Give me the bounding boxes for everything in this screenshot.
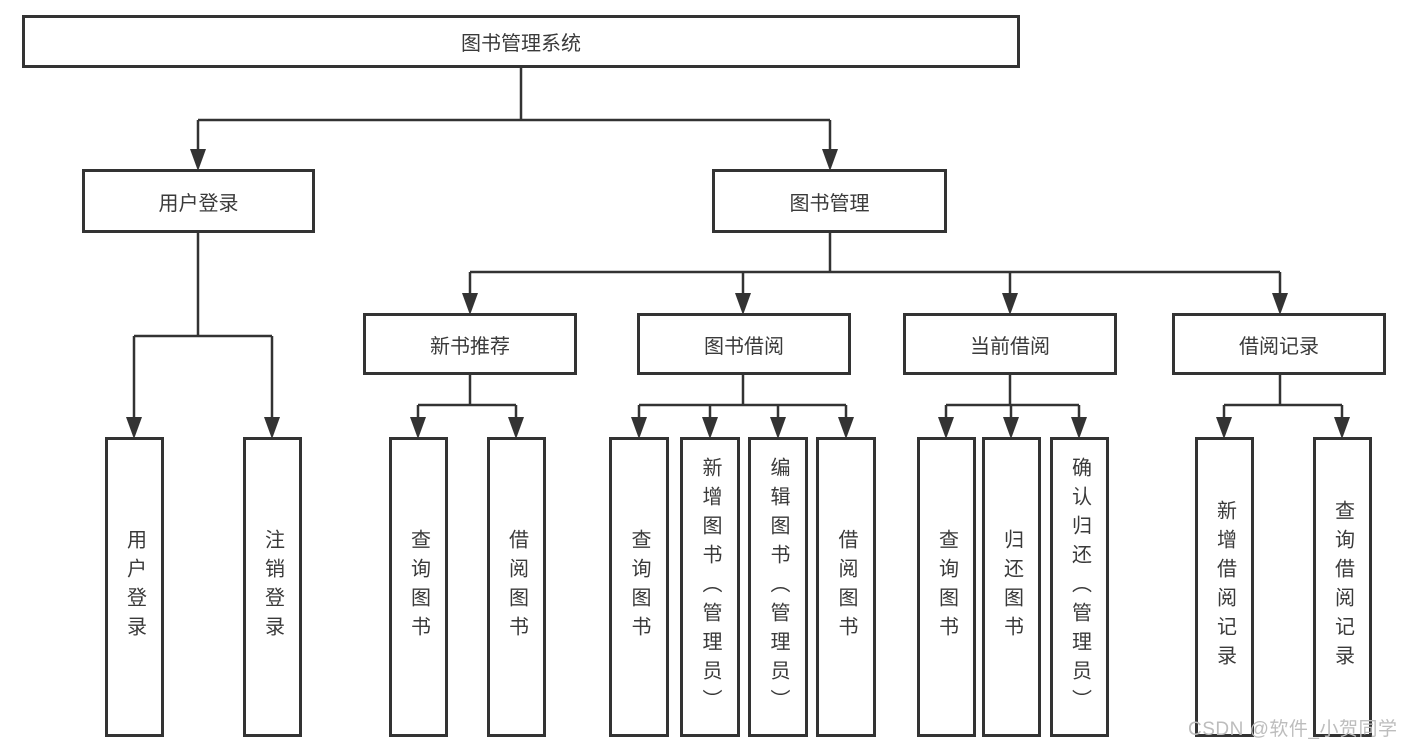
leaf-borrow-books-recommend-label: 借阅图书 bbox=[505, 529, 528, 645]
leaf-query-borrow-record: 查询借阅记录 bbox=[1313, 437, 1372, 737]
leaf-add-borrow-record-label: 新增借阅记录 bbox=[1213, 500, 1236, 674]
node-borrowing-records: 借阅记录 bbox=[1172, 313, 1386, 375]
node-user-login-label: 用户登录 bbox=[158, 192, 239, 215]
leaf-query-books-borrowing-label: 查询图书 bbox=[628, 529, 650, 645]
node-library-system-label: 图书管理系统 bbox=[461, 33, 581, 55]
node-library-system: 图书管理系统 bbox=[22, 15, 1020, 68]
leaf-add-books-admin-label: 新增图书（管理员） bbox=[699, 456, 721, 718]
node-borrowing-records-label: 借阅记录 bbox=[1239, 335, 1319, 358]
leaf-borrow-books-recommend: 借阅图书 bbox=[487, 437, 546, 737]
leaf-user-login: 用户登录 bbox=[105, 437, 164, 737]
connector-borrowing-to-leaves bbox=[631, 375, 854, 439]
leaf-query-books-borrowing: 查询图书 bbox=[609, 437, 669, 737]
connector-current-to-leaves bbox=[938, 375, 1087, 439]
connector-root-to-level2 bbox=[190, 68, 838, 171]
leaf-logout-label: 注销登录 bbox=[261, 529, 284, 645]
node-current-borrowing-label: 当前借阅 bbox=[970, 335, 1050, 358]
node-book-borrowing-label: 图书借阅 bbox=[704, 335, 784, 358]
leaf-edit-books-admin: 编辑图书（管理员） bbox=[748, 437, 808, 737]
leaf-query-books-recommend-label: 查询图书 bbox=[407, 529, 430, 645]
leaf-confirm-return-admin-label: 确认归还（管理员） bbox=[1068, 456, 1091, 718]
node-current-borrowing: 当前借阅 bbox=[903, 313, 1117, 375]
leaf-logout: 注销登录 bbox=[243, 437, 302, 737]
leaf-return-books-label: 归还图书 bbox=[1000, 529, 1023, 645]
leaf-edit-books-admin-label: 编辑图书（管理员） bbox=[767, 456, 789, 718]
leaf-confirm-return-admin: 确认归还（管理员） bbox=[1050, 437, 1109, 737]
node-book-borrowing: 图书借阅 bbox=[637, 313, 851, 375]
node-book-management-label: 图书管理 bbox=[789, 192, 870, 215]
leaf-borrow-books-borrowing: 借阅图书 bbox=[816, 437, 876, 737]
connector-user-to-leaves bbox=[126, 233, 280, 439]
node-book-management: 图书管理 bbox=[712, 169, 947, 233]
leaf-user-login-label: 用户登录 bbox=[123, 529, 146, 645]
node-new-book-recommend: 新书推荐 bbox=[363, 313, 577, 375]
leaf-query-books-current-label: 查询图书 bbox=[935, 529, 958, 645]
leaf-query-borrow-record-label: 查询借阅记录 bbox=[1331, 500, 1354, 674]
leaf-query-books-recommend: 查询图书 bbox=[389, 437, 448, 737]
leaf-borrow-books-borrowing-label: 借阅图书 bbox=[835, 529, 857, 645]
watermark: CSDN @软件_小贺同学 bbox=[1188, 719, 1398, 740]
connector-records-to-leaves bbox=[1216, 375, 1350, 439]
connector-recommend-to-leaves bbox=[410, 375, 524, 439]
leaf-query-books-current: 查询图书 bbox=[917, 437, 976, 737]
connector-book-to-level3 bbox=[462, 233, 1288, 315]
leaf-return-books: 归还图书 bbox=[982, 437, 1041, 737]
node-user-login: 用户登录 bbox=[82, 169, 315, 233]
leaf-add-borrow-record: 新增借阅记录 bbox=[1195, 437, 1254, 737]
node-new-book-recommend-label: 新书推荐 bbox=[430, 335, 510, 358]
leaf-add-books-admin: 新增图书（管理员） bbox=[680, 437, 740, 737]
